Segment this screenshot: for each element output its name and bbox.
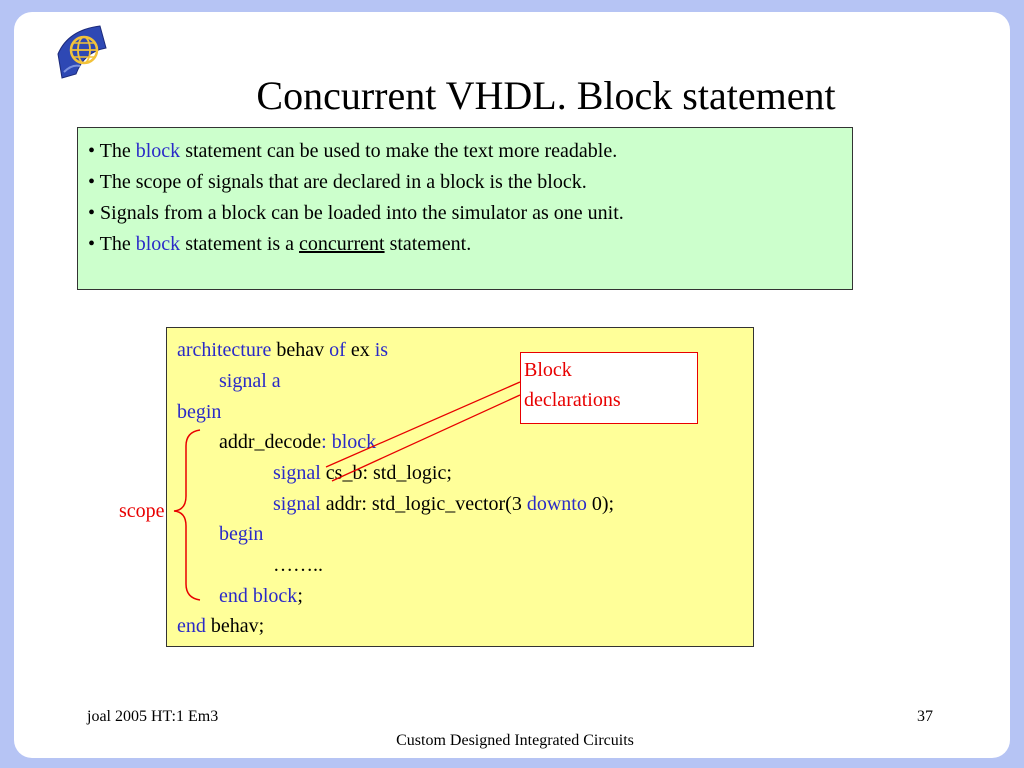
bullet-keyword: block — [135, 233, 181, 255]
code-keyword: end — [177, 615, 206, 637]
globe-emblem-icon — [57, 25, 107, 79]
code-keyword: end block — [219, 585, 298, 607]
code-keyword: downto — [526, 493, 587, 515]
scope-label: scope — [119, 500, 165, 522]
code-text: cs_b: std_logic; — [320, 462, 452, 484]
code-line: signal a — [219, 367, 281, 395]
code-line: signal addr: std_logic_vector(3 downto 0… — [273, 490, 614, 518]
page-number: 37 — [917, 708, 933, 725]
code-keyword: signal a — [219, 370, 281, 392]
bullet-box: • The block statement can be used to mak… — [77, 127, 853, 290]
code-keyword: : block — [321, 431, 377, 453]
bullet-mark: • — [88, 233, 96, 255]
bullet-text: statement. — [384, 233, 472, 255]
bullet-text: statement is a — [180, 233, 300, 255]
code-text: behav — [271, 339, 330, 361]
code-text: 0); — [586, 493, 615, 515]
code-line: …….. — [273, 551, 323, 579]
slide-title: Concurrent VHDL. Block statement — [256, 73, 836, 118]
code-keyword: is — [374, 339, 389, 361]
code-line: begin — [219, 520, 263, 548]
bullet-text: statement can be used to make the text m… — [180, 140, 618, 162]
code-keyword: begin — [219, 523, 264, 545]
slide: Concurrent VHDL. Block statement • The b… — [14, 12, 1010, 758]
code-line: architecture behav of ex is — [177, 336, 388, 364]
code-line: end behav; — [177, 612, 264, 640]
bullet-text: The — [99, 233, 136, 255]
bullet-mark: • — [88, 202, 96, 224]
callout-text: declarations — [524, 389, 621, 411]
block-declarations-callout: Block declarations — [520, 352, 698, 424]
bullet-underlined-term: concurrent — [299, 233, 385, 255]
code-keyword: begin — [177, 401, 222, 423]
callout-text: Block — [524, 359, 572, 381]
bullet-mark: • — [88, 171, 96, 193]
code-text: addr_decode — [219, 431, 322, 453]
code-line: signal cs_b: std_logic; — [273, 459, 452, 487]
code-line: end block; — [219, 582, 303, 610]
bullet-text: The scope of signals that are declared i… — [99, 171, 587, 193]
code-text: addr: std_logic_vector(3 — [320, 493, 527, 515]
bullet-item: • Signals from a block can be loaded int… — [88, 198, 842, 229]
bullet-text: The — [99, 140, 136, 162]
bullet-mark: • — [88, 140, 96, 162]
code-keyword: signal — [273, 462, 321, 484]
bullet-item: • The block statement is a concurrent st… — [88, 229, 842, 260]
code-keyword: architecture — [177, 339, 272, 361]
bullet-text: Signals from a block can be loaded into … — [100, 202, 624, 224]
footer-author: joal 2005 HT:1 Em3 — [87, 708, 219, 725]
code-text: …….. — [273, 554, 323, 576]
bullet-item: • The block statement can be used to mak… — [88, 136, 842, 167]
code-line: addr_decode: block — [219, 428, 376, 456]
code-text: ex — [345, 339, 375, 361]
bullet-item: • The scope of signals that are declared… — [88, 167, 842, 198]
footer-course-title: Custom Designed Integrated Circuits — [396, 732, 634, 749]
code-text: behav; — [205, 615, 265, 637]
code-keyword: signal — [273, 493, 321, 515]
bullet-keyword: block — [135, 140, 181, 162]
code-text: ; — [297, 585, 303, 607]
code-line: begin — [177, 398, 221, 426]
code-keyword: of — [329, 339, 346, 361]
